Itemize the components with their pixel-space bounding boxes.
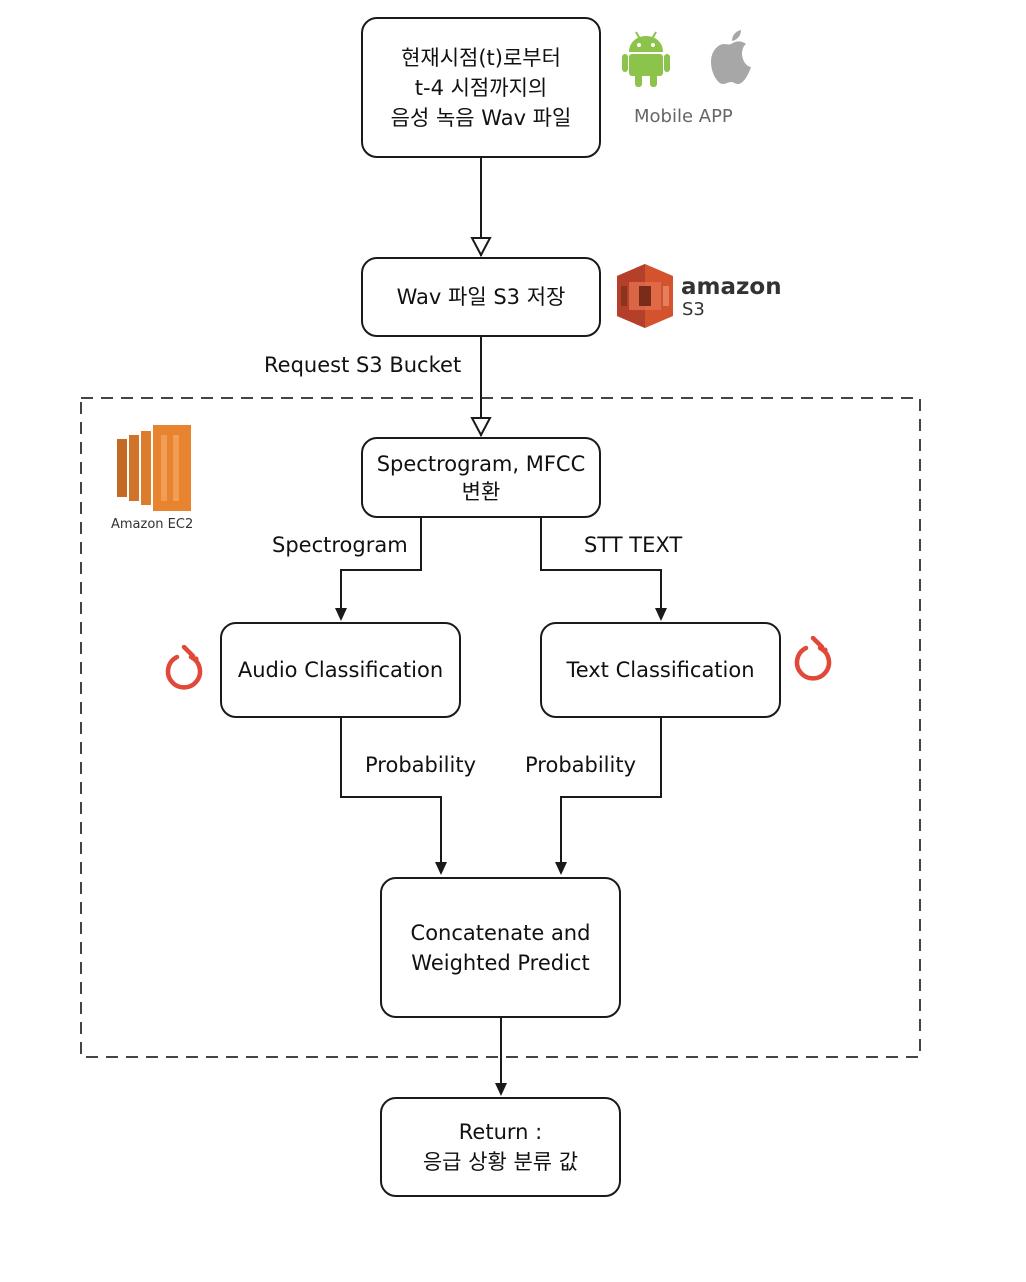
node-concat-line-2: Weighted Predict [411, 950, 590, 975]
edge-text-to-concat [555, 718, 662, 875]
amazon-s3-icon [617, 264, 673, 328]
amazon-s3-sublabel: S3 [682, 299, 705, 320]
edge-label-probability-text: Probability [525, 753, 637, 777]
amazon-ec2-icon [117, 425, 191, 511]
node-return-line-1: Return : [458, 1120, 543, 1144]
node-record-line-3: 음성 녹음 Wav 파일 [390, 105, 572, 130]
node-text-classification: Text Classification [540, 622, 781, 718]
pytorch-icon-right [794, 636, 832, 681]
edge-transform-to-text [540, 518, 667, 621]
amazon-ec2-label: Amazon EC2 [111, 517, 194, 532]
edge-audio-to-concat [340, 718, 447, 875]
edge-transform-to-audio [335, 518, 422, 621]
edge-s3-to-transform [470, 337, 492, 438]
node-s3-store-line-1: Wav 파일 S3 저장 [396, 285, 566, 309]
edge-record-to-s3 [470, 158, 492, 258]
node-transform-line-2: 변환 [461, 479, 501, 504]
node-transform: Spectrogram, MFCC 변환 [361, 437, 601, 518]
node-text-line-1: Text Classification [566, 658, 755, 682]
amazon-s3-brand: amazon [681, 274, 782, 300]
node-return: Return : 응급 상황 분류 값 [380, 1097, 621, 1197]
edge-label-request-s3: Request S3 Bucket [264, 353, 462, 377]
node-concatenate: Concatenate and Weighted Predict [380, 877, 621, 1018]
ec2-dashed-container [80, 397, 921, 1058]
edge-label-probability-audio: Probability [365, 753, 477, 777]
edge-concat-to-result [495, 1018, 507, 1096]
node-transform-line-1: Spectrogram, MFCC [376, 451, 586, 476]
node-concat-line-1: Concatenate and [410, 920, 591, 945]
node-record-wav: 현재시점(t)로부터 t-4 시점까지의 음성 녹음 Wav 파일 [361, 17, 601, 158]
node-record-line-1: 현재시점(t)로부터 [401, 45, 561, 70]
edge-label-stt-text: STT TEXT [584, 533, 683, 557]
node-return-line-2: 응급 상황 분류 값 [422, 1150, 579, 1174]
node-record-line-2: t-4 시점까지의 [414, 75, 548, 100]
node-s3-store: Wav 파일 S3 저장 [361, 257, 601, 337]
pytorch-icon-left [165, 645, 203, 690]
mobile-app-label: Mobile APP [634, 106, 733, 127]
android-icon [622, 31, 670, 87]
edge-label-spectrogram: Spectrogram [272, 533, 408, 557]
node-audio-line-1: Audio Classification [237, 658, 444, 682]
apple-icon [711, 30, 751, 84]
node-audio-classification: Audio Classification [220, 622, 461, 718]
